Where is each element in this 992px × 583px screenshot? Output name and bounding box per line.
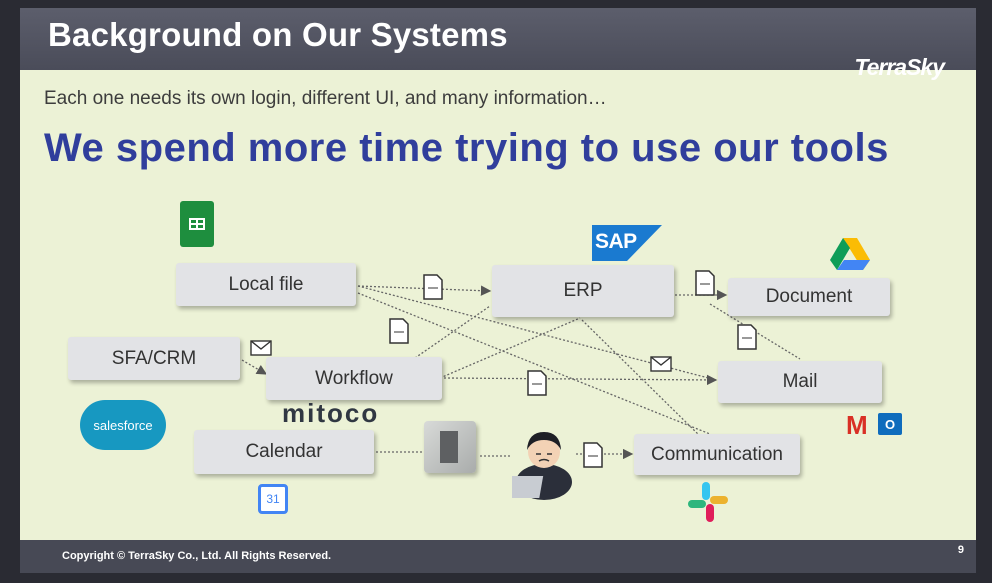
slide-subtitle: Each one needs its own login, different … <box>44 88 607 109</box>
salesforce-logo: salesforce <box>80 400 166 450</box>
system-box-mail: Mail <box>718 361 882 403</box>
stressed-person-illustration <box>512 432 572 500</box>
terrasky-logo: TerraSky <box>854 54 945 80</box>
sfa-crm-label: SFA/CRM <box>111 347 197 369</box>
erp-label: ERP <box>563 280 603 301</box>
envelope-icon <box>650 356 672 372</box>
document-icon <box>527 370 547 396</box>
line-workflow-erp2 <box>439 317 581 379</box>
communication-label: Communication <box>651 443 783 465</box>
slide: Background on Our Systems TerraSky Each … <box>20 8 976 573</box>
outlook-icon: O <box>878 413 902 435</box>
server-icon <box>424 421 476 473</box>
google-sheets-icon <box>180 201 214 247</box>
mitoco-logo: mitoco <box>282 398 380 428</box>
document-icon <box>695 270 715 296</box>
document-icon <box>737 324 757 350</box>
local-file-label: Local file <box>228 273 304 295</box>
slide-footer: Copyright © TerraSky Co., Ltd. All Right… <box>20 540 976 573</box>
slide-headline: We spend more time trying to use our too… <box>44 126 889 170</box>
line-sfacrm-workflow <box>241 359 268 375</box>
system-box-document: Document <box>728 278 890 316</box>
system-box-local-file: Local file <box>176 263 356 306</box>
slide-header: Background on Our Systems TerraSky <box>20 8 976 80</box>
system-box-workflow: Workflow <box>266 357 442 400</box>
envelope-icon <box>250 340 272 356</box>
line-localfile-communication <box>357 292 711 435</box>
slide-title: Background on Our Systems <box>48 16 508 53</box>
google-calendar-icon: 31 <box>258 484 288 514</box>
document-icon <box>583 442 603 468</box>
document-icon <box>423 274 443 300</box>
mail-label: Mail <box>782 371 818 392</box>
system-box-erp: ERP <box>492 265 674 317</box>
gmail-icon: M <box>846 410 868 440</box>
line-erp-communication <box>581 319 701 437</box>
page-number: 9 <box>957 544 964 556</box>
system-box-calendar: Calendar <box>194 430 374 474</box>
document-label: Document <box>765 286 853 307</box>
system-box-communication: Communication <box>634 434 800 475</box>
slack-icon <box>688 482 728 522</box>
document-icon <box>389 318 409 344</box>
calendar-label: Calendar <box>245 441 323 462</box>
copyright-text: Copyright © TerraSky Co., Ltd. All Right… <box>62 550 332 562</box>
google-drive-icon <box>830 238 870 270</box>
line-workflow-mail <box>443 374 718 386</box>
line-workflow-erp <box>414 305 491 359</box>
workflow-label: Workflow <box>315 367 393 389</box>
system-box-sfa-crm: SFA/CRM <box>68 337 240 380</box>
